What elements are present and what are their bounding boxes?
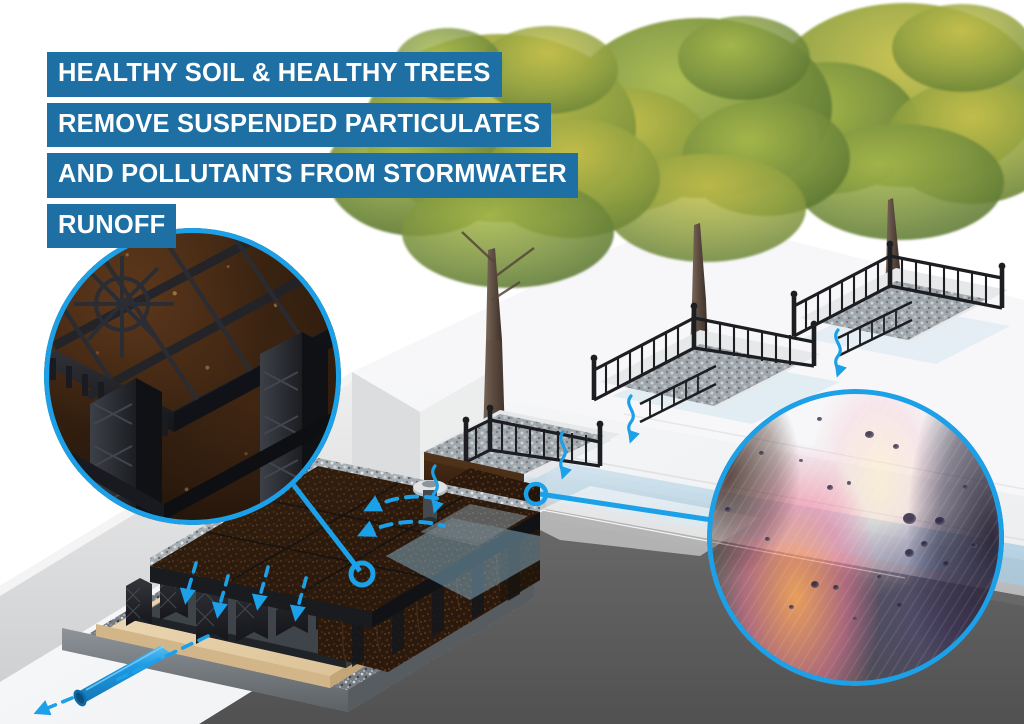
headline-banner: HEALTHY SOIL & HEALTHY TREES REMOVE SUSP… <box>47 52 578 248</box>
percolation-arrow-2 <box>211 574 230 619</box>
callout-soil-cell-detail[interactable] <box>44 228 341 525</box>
headline-line-1: HEALTHY SOIL & HEALTHY TREES <box>47 52 502 97</box>
headline-line-2: REMOVE SUSPENDED PARTICULATES <box>47 102 552 147</box>
tree-guard-railing-2 <box>590 302 818 402</box>
headline-line-4: RUNOFF <box>47 203 177 248</box>
percolation-arrow-4 <box>289 576 308 622</box>
callout-oil-image <box>707 389 1004 686</box>
callout-oil-sheen-detail[interactable] <box>707 389 1004 686</box>
percolation-arrow-3 <box>251 565 270 611</box>
underdrain-discharge-arrow <box>33 696 74 716</box>
tree-pit-1 <box>418 404 620 518</box>
underdrain-flow-line <box>110 634 210 684</box>
tree-pit-3 <box>790 240 1008 358</box>
runoff-arrow-pit3 <box>834 328 847 378</box>
headline-line-3: AND POLLUTANTS FROM STORMWATER <box>47 153 578 198</box>
runoff-arrow-pit2 <box>627 394 640 444</box>
tree-guard-railing-1 <box>462 404 604 468</box>
runoff-arrow-cutaway <box>431 464 444 514</box>
tree-pit-2 <box>590 302 820 424</box>
percolation-arrow-1 <box>179 561 198 605</box>
runoff-arrow-pit1 <box>559 430 572 480</box>
callout-soil-image <box>44 228 341 525</box>
tree-trunk-2 <box>692 223 706 300</box>
soil-cell-macro-geometry <box>44 228 341 525</box>
tree-guard-railing-3 <box>790 240 1006 338</box>
surface-flow-arrow-2 <box>357 519 446 537</box>
water-on-deck <box>386 504 540 600</box>
underdrain-pipe <box>73 645 172 707</box>
flow-arrows <box>33 328 847 716</box>
tree-trunk-1 <box>486 248 502 340</box>
surface-flow-arrow-1 <box>363 494 446 512</box>
